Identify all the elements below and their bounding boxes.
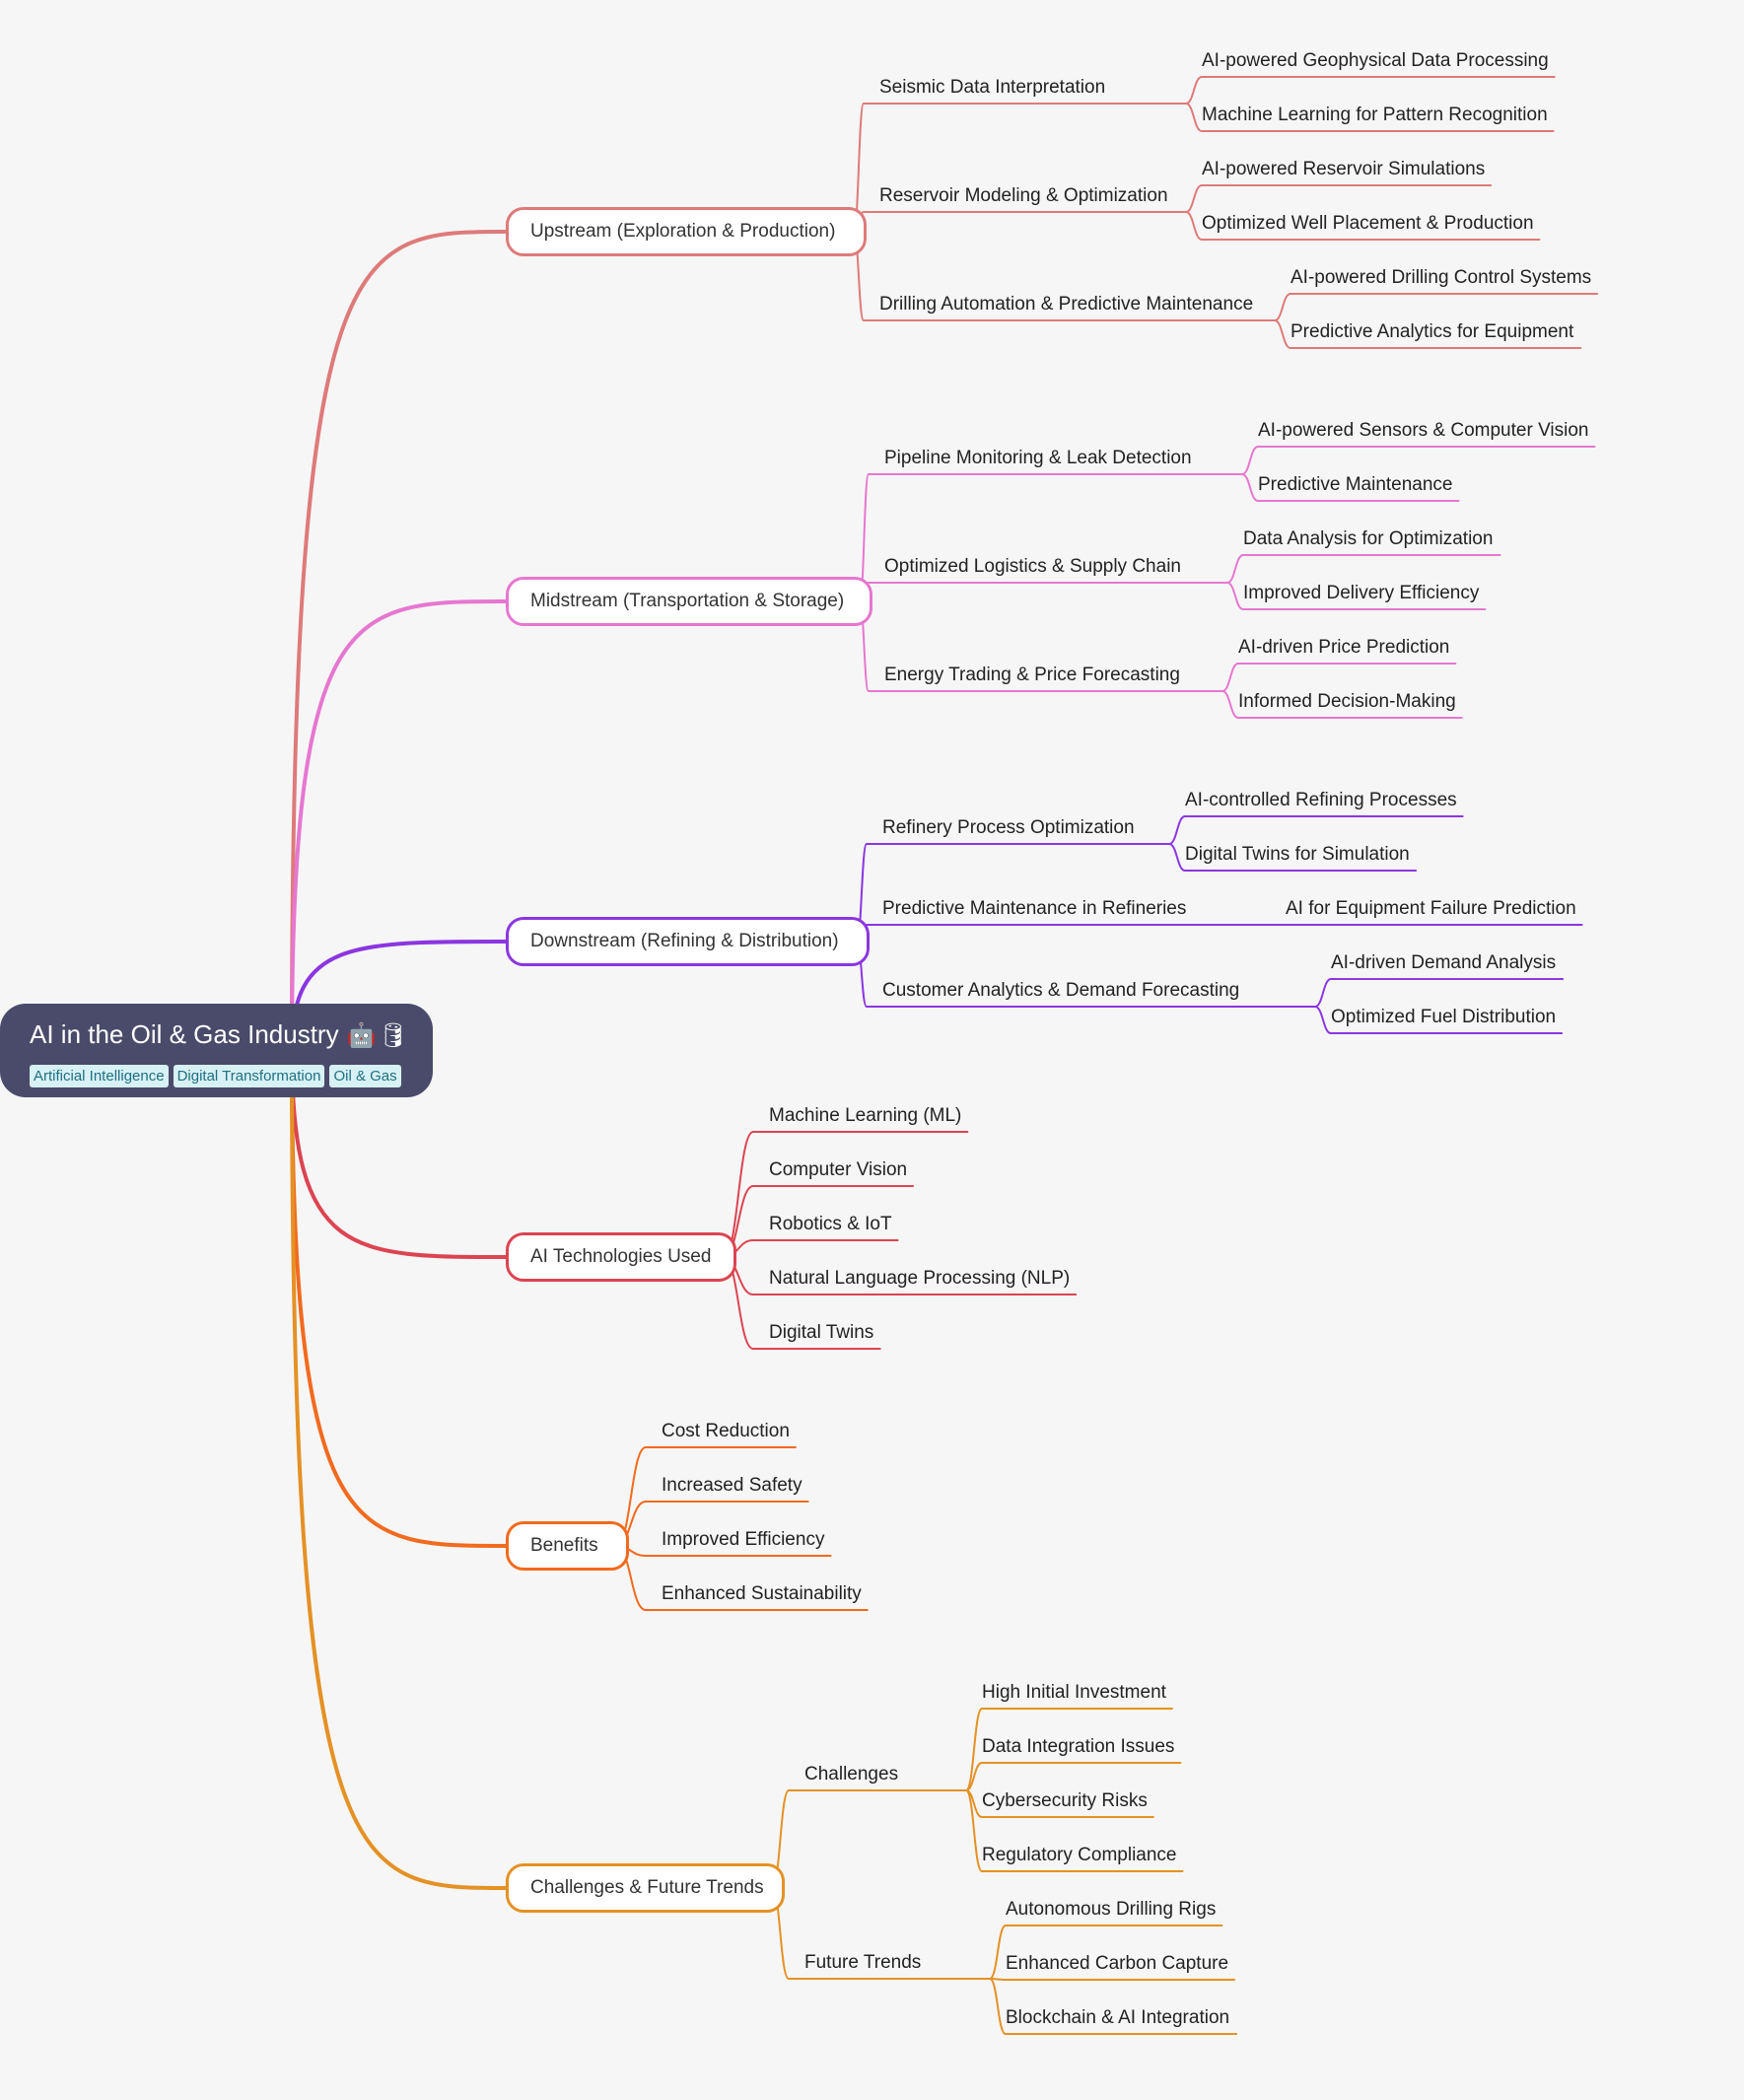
leaf-blockchain-ai-integration[interactable]: Blockchain & AI Integration	[1006, 2007, 1230, 2028]
topic-drilling-automation-predictive-maintenance[interactable]: Drilling Automation & Predictive Mainten…	[879, 294, 1254, 315]
leaf-ai-powered-drilling-control-systems[interactable]: AI-powered Drilling Control Systems	[1291, 267, 1592, 288]
edge-optimized-fuel-distribution	[1314, 1006, 1332, 1034]
edge-root-midstream-transportation-storage	[290, 599, 508, 1052]
edge-improved-delivery-efficiency	[1226, 582, 1244, 610]
edge-blockchain-ai-integration	[989, 1978, 1007, 2035]
topic-machine-learning-ml[interactable]: Machine Learning (ML)	[769, 1105, 962, 1126]
leaf-optimized-fuel-distribution[interactable]: Optimized Fuel Distribution	[1331, 1007, 1557, 1027]
edge-data-analysis-for-optimization	[1226, 554, 1244, 584]
leaf-ai-powered-reservoir-simulations[interactable]: AI-powered Reservoir Simulations	[1202, 159, 1486, 179]
topic-predictive-maintenance-in-refineries[interactable]: Predictive Maintenance in Refineries	[882, 898, 1187, 919]
branch-downstream-refining-distribution[interactable]: Downstream (Refining & Distribution)	[506, 917, 870, 966]
edge-optimized-well-placement-production	[1185, 211, 1203, 241]
leaf-cybersecurity-risks[interactable]: Cybersecurity Risks	[982, 1790, 1148, 1811]
leaf-autonomous-drilling-rigs[interactable]: Autonomous Drilling Rigs	[1006, 1899, 1217, 1920]
branch-ai-technologies-used[interactable]: AI Technologies Used	[506, 1232, 736, 1282]
topic-seismic-data-interpretation[interactable]: Seismic Data Interpretation	[879, 77, 1106, 98]
edge-ai-powered-reservoir-simulations	[1185, 184, 1203, 213]
tag-oil-gas[interactable]: Oil & Gas	[329, 1065, 401, 1087]
edge-root-benefits	[290, 1048, 508, 1548]
edge-predictive-maintenance	[1241, 473, 1259, 502]
topic-robotics-iot[interactable]: Robotics & IoT	[769, 1214, 892, 1234]
edge-ai-driven-demand-analysis	[1314, 978, 1332, 1008]
edge-predictive-analytics-for-equipment	[1274, 319, 1291, 349]
leaf-high-initial-investment[interactable]: High Initial Investment	[982, 1682, 1166, 1703]
leaf-enhanced-carbon-capture[interactable]: Enhanced Carbon Capture	[1006, 1953, 1229, 1974]
topic-increased-safety[interactable]: Increased Safety	[662, 1475, 802, 1496]
topic-challenges[interactable]: Challenges	[804, 1764, 899, 1785]
edge-informed-decision-making	[1221, 690, 1239, 719]
topic-refinery-process-optimization[interactable]: Refinery Process Optimization	[882, 817, 1135, 838]
edge-regulatory-compliance	[965, 1789, 983, 1872]
topic-improved-efficiency[interactable]: Improved Efficiency	[662, 1529, 825, 1550]
topic-energy-trading-price-forecasting[interactable]: Energy Trading & Price Forecasting	[884, 665, 1180, 685]
branch-upstream-exploration-production[interactable]: Upstream (Exploration & Production)	[506, 207, 867, 256]
topic-natural-language-processing-nlp[interactable]: Natural Language Processing (NLP)	[769, 1268, 1071, 1289]
edge-ai-controlled-refining-processes	[1168, 815, 1186, 845]
leaf-ai-for-equipment-failure-prediction[interactable]: AI for Equipment Failure Prediction	[1286, 898, 1576, 919]
edge-ai-driven-price-prediction	[1221, 663, 1239, 692]
branch-benefits[interactable]: Benefits	[506, 1521, 629, 1571]
topic-reservoir-modeling-optimization[interactable]: Reservoir Modeling & Optimization	[879, 185, 1168, 206]
tag-digital-transformation[interactable]: Digital Transformation	[173, 1065, 325, 1087]
leaf-informed-decision-making[interactable]: Informed Decision-Making	[1238, 691, 1456, 712]
leaf-data-integration-issues[interactable]: Data Integration Issues	[982, 1736, 1175, 1757]
topic-computer-vision[interactable]: Computer Vision	[769, 1159, 908, 1180]
topic-enhanced-sustainability[interactable]: Enhanced Sustainability	[662, 1583, 862, 1604]
leaf-ai-driven-demand-analysis[interactable]: AI-driven Demand Analysis	[1331, 952, 1557, 973]
leaf-data-analysis-for-optimization[interactable]: Data Analysis for Optimization	[1243, 528, 1494, 549]
robot-oil-barrel-icon: 🤖🛢	[346, 1021, 410, 1049]
topic-pipeline-monitoring-leak-detection[interactable]: Pipeline Monitoring & Leak Detection	[884, 448, 1192, 468]
topic-cost-reduction[interactable]: Cost Reduction	[662, 1421, 790, 1441]
edge-autonomous-drilling-rigs	[989, 1925, 1007, 1980]
leaf-regulatory-compliance[interactable]: Regulatory Compliance	[982, 1845, 1177, 1865]
edge-root-upstream-exploration-production	[290, 230, 508, 1052]
edge-machine-learning-for-pattern-recognition	[1185, 103, 1203, 132]
topic-customer-analytics-demand-forecasting[interactable]: Customer Analytics & Demand Forecasting	[882, 980, 1240, 1001]
branch-midstream-transportation-storage[interactable]: Midstream (Transportation & Storage)	[506, 577, 872, 626]
edge-data-integration-issues	[965, 1762, 983, 1791]
tag-artificial-intelligence[interactable]: Artificial Intelligence	[30, 1065, 169, 1087]
root-title: AI in the Oil & Gas Industry🤖🛢	[30, 1019, 410, 1049]
edge-root-challenges-future-trends	[290, 1048, 508, 1890]
leaf-ai-powered-sensors-computer-vision[interactable]: AI-powered Sensors & Computer Vision	[1258, 420, 1589, 441]
leaf-improved-delivery-efficiency[interactable]: Improved Delivery Efficiency	[1243, 583, 1480, 603]
edge-ai-powered-sensors-computer-vision	[1241, 446, 1259, 475]
root-node[interactable]: AI in the Oil & Gas Industry🤖🛢 Artificia…	[0, 1004, 433, 1097]
leaf-ai-driven-price-prediction[interactable]: AI-driven Price Prediction	[1238, 637, 1450, 658]
edge-root-ai-technologies-used	[290, 1048, 508, 1259]
edge-ai-powered-drilling-control-systems	[1274, 293, 1291, 321]
leaf-predictive-analytics-for-equipment[interactable]: Predictive Analytics for Equipment	[1291, 321, 1574, 342]
leaf-predictive-maintenance[interactable]: Predictive Maintenance	[1258, 474, 1453, 495]
branch-challenges-future-trends[interactable]: Challenges & Future Trends	[506, 1863, 785, 1913]
topic-future-trends[interactable]: Future Trends	[804, 1952, 922, 1973]
leaf-ai-powered-geophysical-data-processing[interactable]: AI-powered Geophysical Data Processing	[1202, 50, 1549, 71]
edge-ai-powered-geophysical-data-processing	[1185, 76, 1203, 105]
leaf-machine-learning-for-pattern-recognition[interactable]: Machine Learning for Pattern Recognition	[1202, 105, 1548, 125]
topic-optimized-logistics-supply-chain[interactable]: Optimized Logistics & Supply Chain	[884, 556, 1181, 577]
leaf-ai-controlled-refining-processes[interactable]: AI-controlled Refining Processes	[1185, 790, 1457, 810]
leaf-digital-twins-for-simulation[interactable]: Digital Twins for Simulation	[1185, 844, 1410, 865]
topic-digital-twins[interactable]: Digital Twins	[769, 1322, 874, 1343]
edge-digital-twins-for-simulation	[1168, 843, 1186, 872]
leaf-optimized-well-placement-production[interactable]: Optimized Well Placement & Production	[1202, 213, 1534, 234]
